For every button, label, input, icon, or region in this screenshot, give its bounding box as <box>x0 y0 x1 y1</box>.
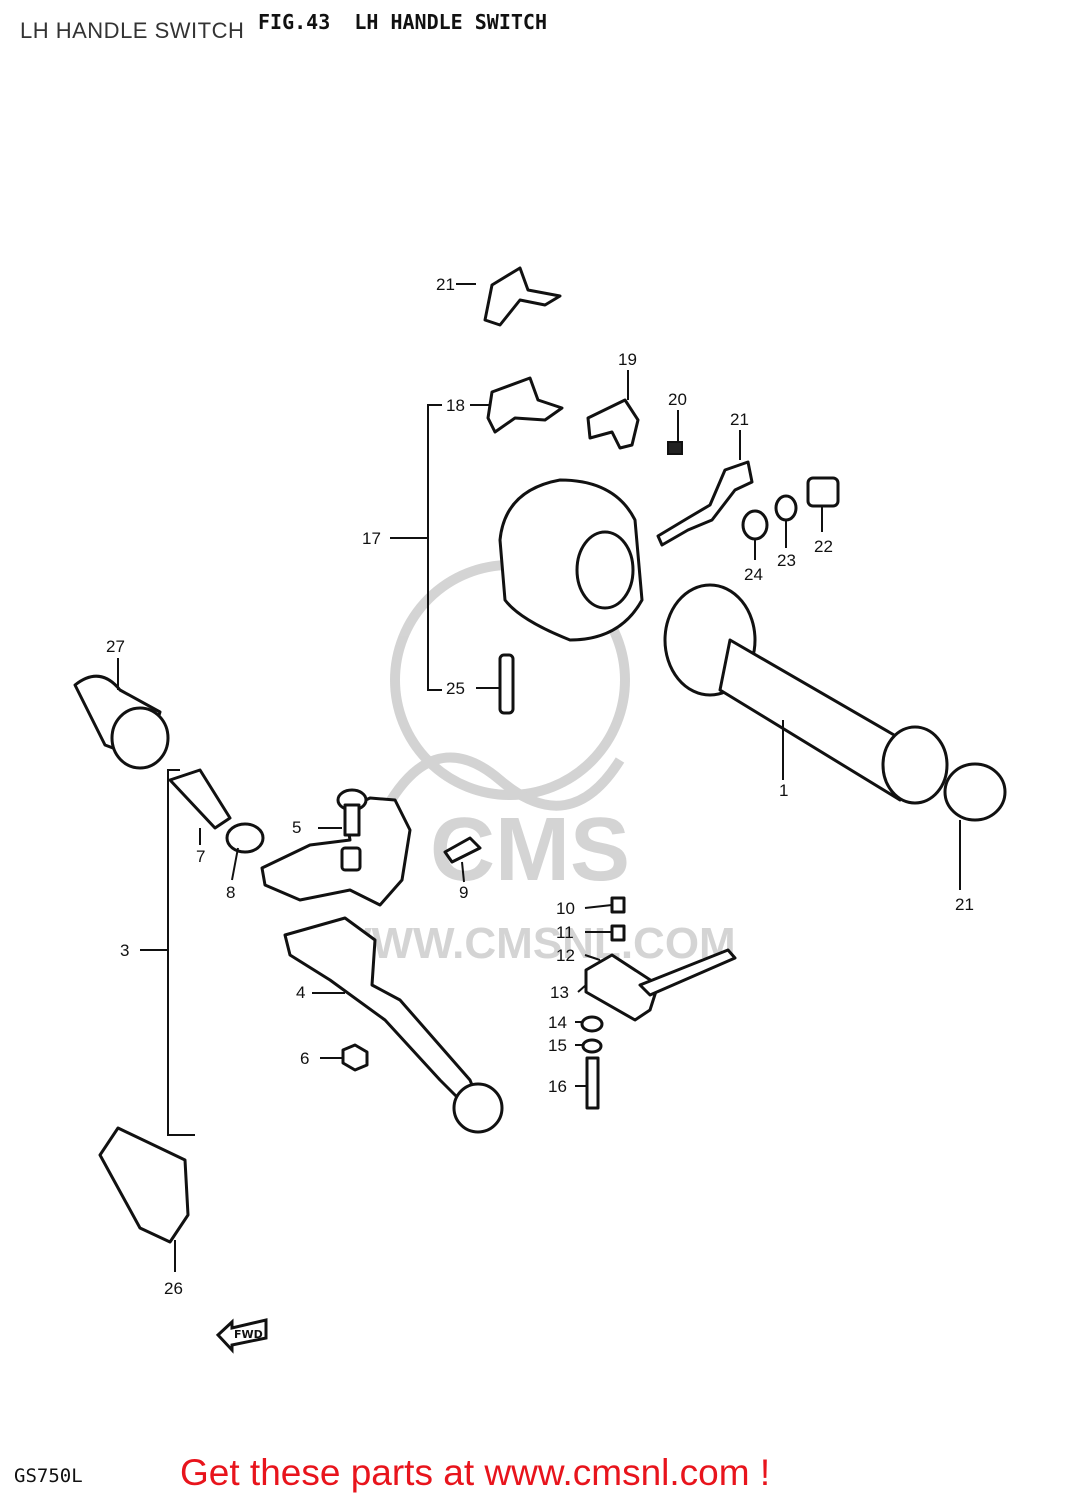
fwd-label: FWD <box>234 1328 263 1341</box>
callout-10: 10 <box>556 899 575 918</box>
part-19-switch-knob <box>586 398 640 450</box>
cms-watermark: CMS WWW.CMSNL.COM <box>330 560 736 968</box>
model-code: GS750L <box>14 1465 83 1487</box>
part-7-bolt <box>168 768 232 830</box>
part-23-washer <box>774 494 798 522</box>
fwd-arrow: FWD <box>215 1318 268 1354</box>
callout-9: 9 <box>459 883 468 902</box>
part-9-bolt <box>443 836 482 864</box>
part-4-clutch-lever <box>283 916 504 1134</box>
part-22-nut <box>806 476 840 508</box>
callout-23: 23 <box>777 551 796 570</box>
callout-5: 5 <box>292 818 301 837</box>
callout-7: 7 <box>196 847 205 866</box>
part-11-spring <box>610 924 626 942</box>
part-13-switch-base <box>584 948 737 1022</box>
callout-12: 12 <box>556 946 575 965</box>
callout-25: 25 <box>446 679 465 698</box>
part-1-grip <box>663 583 949 805</box>
callout-1: 1 <box>779 781 788 800</box>
part-6-nut <box>341 1043 369 1072</box>
part-10-screw <box>610 896 626 914</box>
part-5-pivot-bolt <box>336 788 368 837</box>
callout-20: 20 <box>668 390 687 409</box>
part-17-switch-housing <box>498 478 644 642</box>
figure-title: FIG.43 LH HANDLE SWITCH <box>258 10 547 34</box>
page-label: LH HANDLE SWITCH <box>20 18 245 43</box>
part-14-washer <box>580 1015 604 1033</box>
part-8-washer <box>225 822 265 854</box>
promo-link[interactable]: Get these parts at www.cmsnl.com ! <box>180 1452 771 1493</box>
callout-17: 17 <box>362 529 381 548</box>
callout-11: 11 <box>556 923 574 942</box>
part-21-knob-top <box>483 266 562 327</box>
part-26-cover <box>98 1126 190 1244</box>
callout-22: 22 <box>814 537 833 556</box>
callout-18: 18 <box>446 396 465 415</box>
callout-26: 26 <box>164 1279 183 1298</box>
callout-4: 4 <box>296 983 305 1002</box>
callout-21-lever: 21 <box>730 410 749 429</box>
bracket-17 <box>427 404 442 691</box>
leader-lines <box>117 283 961 1272</box>
callout-19: 19 <box>618 350 637 369</box>
part-27-boot <box>73 674 170 770</box>
callout-24: 24 <box>744 565 763 584</box>
part-18-switch-knob <box>486 376 564 434</box>
callout-14: 14 <box>548 1013 567 1032</box>
callout-21-top: 21 <box>436 275 455 294</box>
callout-6: 6 <box>300 1049 309 1068</box>
part-25-screw <box>498 653 515 715</box>
part-3-lever-holder <box>260 796 412 907</box>
part-16-screw <box>585 1056 600 1110</box>
callout-21-end: 21 <box>955 895 974 914</box>
callout-13: 13 <box>550 983 569 1002</box>
part-24-spring <box>741 509 769 541</box>
part-20-screw <box>667 441 683 455</box>
callout-15: 15 <box>548 1036 567 1055</box>
callout-16: 16 <box>548 1077 567 1096</box>
part-15-washer <box>581 1038 603 1054</box>
part-21-bar-end <box>943 762 1007 822</box>
callout-27: 27 <box>106 637 125 656</box>
part-21-lever <box>656 460 754 547</box>
bracket-3 <box>167 769 195 1136</box>
watermark-url: WWW.CMSNL.COM <box>330 919 736 968</box>
callout-8: 8 <box>226 883 235 902</box>
callout-3: 3 <box>120 941 129 960</box>
callout-labels: 21 19 18 20 21 17 24 23 22 25 27 1 5 7 8… <box>106 275 974 1298</box>
